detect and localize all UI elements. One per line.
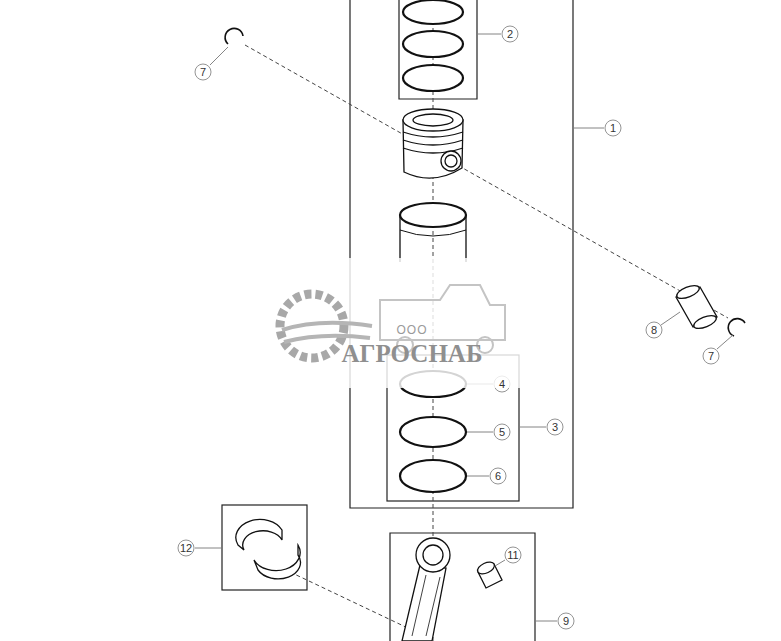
callout-circle bbox=[558, 613, 574, 629]
cylinder-liner bbox=[400, 230, 466, 236]
callout-circle bbox=[703, 348, 719, 364]
piston-ring bbox=[403, 65, 463, 91]
callout-number: 8 bbox=[651, 323, 657, 337]
piston-ring bbox=[400, 417, 466, 447]
ring-set-bracket bbox=[399, 0, 477, 99]
callout-number: 12 bbox=[180, 541, 192, 555]
rod-bracket bbox=[390, 533, 535, 641]
callout-circle bbox=[178, 540, 194, 556]
center-line bbox=[290, 572, 412, 630]
callout-number: 1 bbox=[610, 121, 616, 135]
bearing-shell bbox=[236, 519, 301, 578]
cylinder-liner bbox=[400, 203, 466, 227]
leader-line bbox=[478, 34, 501, 35]
callout-circle bbox=[605, 120, 621, 136]
callout-number: 11 bbox=[507, 548, 518, 562]
piston bbox=[403, 109, 463, 131]
piston-ring bbox=[403, 0, 463, 24]
assembly-bracket bbox=[350, 0, 573, 508]
leader-line bbox=[195, 34, 733, 621]
callout-circle bbox=[195, 64, 211, 80]
piston bbox=[413, 114, 453, 126]
bearing-bracket bbox=[222, 505, 307, 590]
callout-circle bbox=[547, 419, 563, 435]
callout-number: 5 bbox=[499, 425, 505, 439]
callout-circle bbox=[505, 547, 521, 563]
piston-pin bbox=[675, 283, 718, 331]
bearing-shell bbox=[254, 545, 300, 579]
center-line bbox=[245, 0, 728, 641]
callout-number: 7 bbox=[200, 65, 206, 79]
callout-number: 9 bbox=[563, 614, 569, 628]
leader-line bbox=[195, 548, 222, 549]
leader-line bbox=[467, 432, 493, 433]
callout-circle bbox=[502, 26, 518, 42]
watermark-text: АГРОСНАБ bbox=[342, 340, 483, 368]
callout-circle bbox=[178, 26, 719, 629]
leader-line bbox=[574, 128, 604, 129]
callout-number: 4 bbox=[499, 377, 505, 391]
callout-number: 3 bbox=[552, 420, 558, 434]
leader-line bbox=[210, 47, 228, 65]
leader-line bbox=[467, 476, 489, 477]
piston bbox=[441, 151, 461, 171]
watermark-text: ООО bbox=[396, 323, 427, 337]
circlip bbox=[728, 319, 745, 336]
piston-ring bbox=[403, 0, 463, 91]
piston-pin bbox=[675, 283, 701, 301]
connecting-rod bbox=[402, 538, 450, 641]
piston-ring bbox=[400, 460, 466, 492]
connecting-rod bbox=[402, 565, 446, 641]
leader-line bbox=[495, 560, 505, 566]
callout-circle bbox=[494, 424, 510, 440]
rod-bushing bbox=[476, 560, 497, 577]
connecting-rod bbox=[416, 538, 450, 572]
watermark bbox=[282, 323, 372, 342]
piston bbox=[403, 109, 463, 178]
leader-line bbox=[717, 335, 733, 349]
connecting-rod bbox=[423, 545, 443, 565]
watermark bbox=[380, 285, 505, 340]
leader-line bbox=[661, 312, 680, 325]
cylinder-liner bbox=[400, 203, 466, 262]
leader-line bbox=[520, 427, 546, 428]
bearing-shell bbox=[236, 519, 282, 550]
callout-number: 7 bbox=[708, 349, 714, 363]
piston-ring bbox=[403, 31, 463, 57]
piston-ring bbox=[400, 371, 466, 492]
callout-number: 6 bbox=[495, 469, 501, 483]
circlip bbox=[225, 28, 243, 44]
watermark bbox=[245, 258, 535, 388]
callout-circle bbox=[490, 468, 506, 484]
connecting-rod bbox=[412, 575, 440, 636]
leader-line bbox=[536, 621, 557, 622]
piston bbox=[445, 155, 457, 167]
piston-pin bbox=[692, 313, 718, 331]
watermark bbox=[245, 258, 535, 388]
callout-circle bbox=[646, 322, 662, 338]
piston bbox=[403, 132, 463, 153]
group-brackets bbox=[222, 0, 573, 641]
callout-number: 2 bbox=[507, 27, 513, 41]
